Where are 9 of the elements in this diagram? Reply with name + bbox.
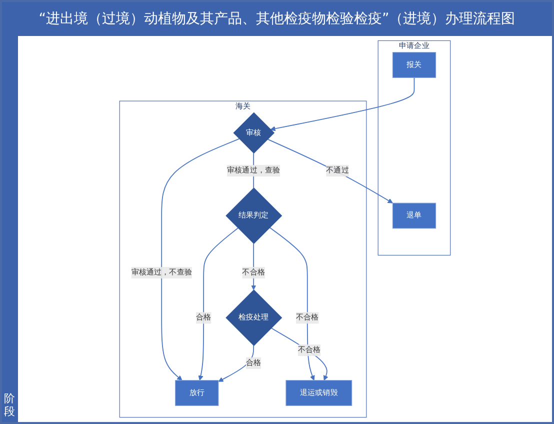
- arrow: [269, 227, 315, 381]
- phase-label: 阶段: [2, 36, 18, 422]
- arrow: [161, 138, 240, 381]
- arrow: [270, 77, 415, 132]
- arrow: [198, 228, 238, 381]
- arrow: [267, 138, 393, 204]
- arrow: [270, 328, 328, 381]
- title: “进出境（过境）动植物及其产品、其他检疫物检验检疫”（进境）办理流程图: [2, 2, 552, 36]
- arrow: [218, 345, 254, 382]
